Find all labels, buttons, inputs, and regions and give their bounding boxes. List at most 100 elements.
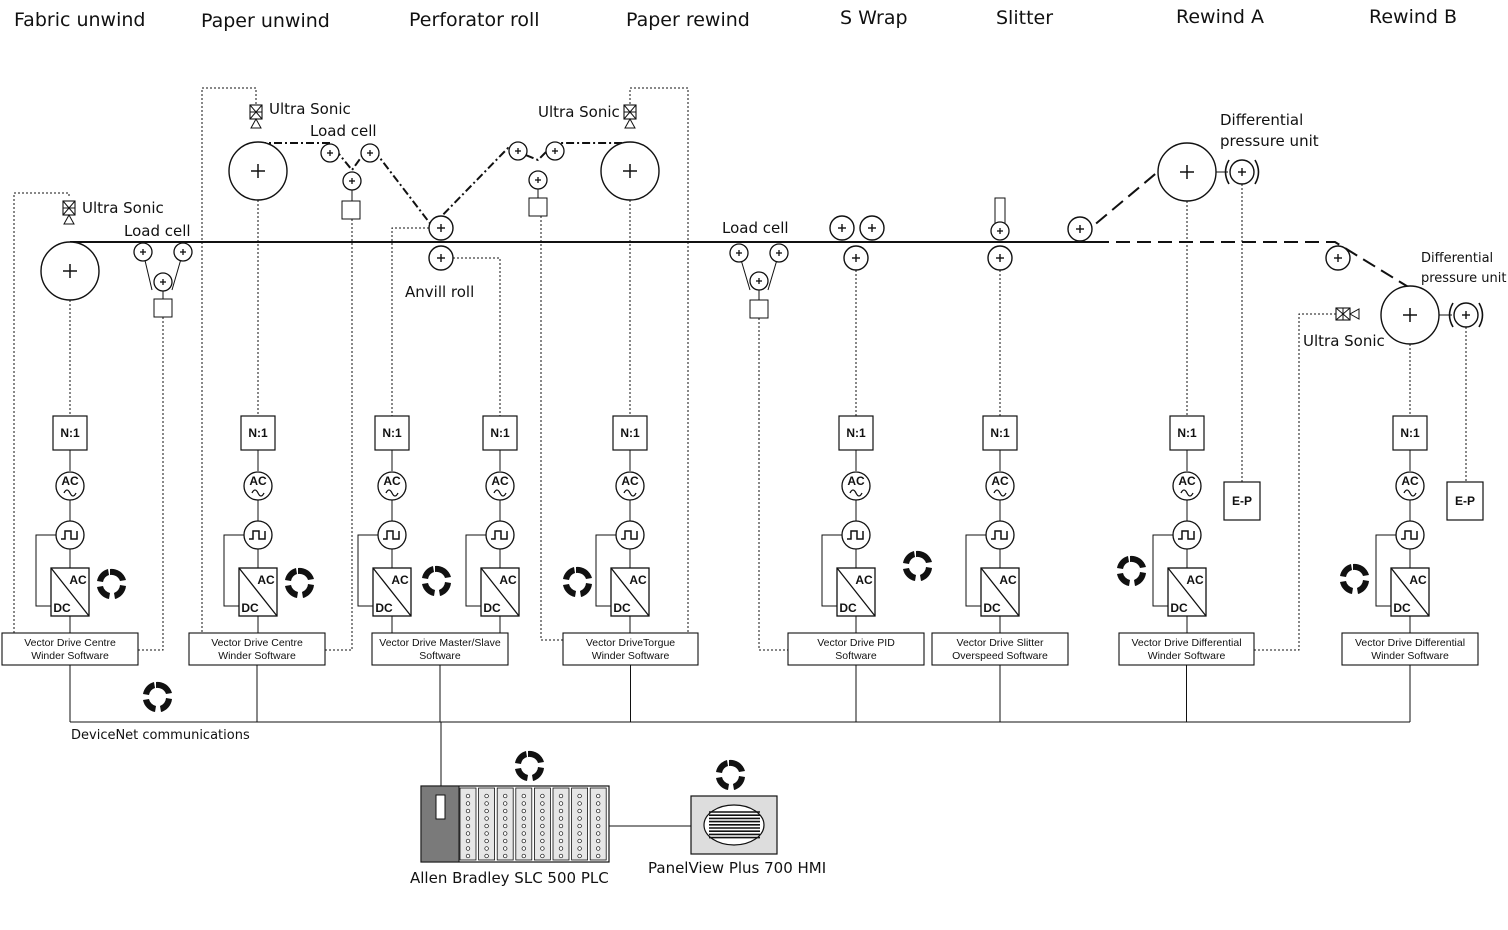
drive-software: Software: [835, 650, 877, 662]
header-fabric-unwind: Fabric unwind: [14, 9, 145, 31]
slitter-knife-icon: [994, 197, 1006, 224]
inverter-ac-label: AC: [1409, 573, 1427, 587]
rewind-b-section: Differential pressure unit Ultra Sonic: [1254, 245, 1506, 651]
header-slitter: Slitter: [996, 7, 1053, 29]
drive-software: Winder Software: [218, 650, 296, 662]
drive-name: Vector Drive PID: [817, 637, 895, 649]
drive-software: Winder Software: [592, 650, 670, 662]
load-cell-icon: [153, 298, 173, 318]
inverter-dc-label: DC: [375, 601, 393, 615]
rockwell-logo-icon: [97, 568, 126, 599]
s-wrap-roll: [859, 215, 885, 241]
drive-name: Vector Drive Differential: [1131, 637, 1241, 649]
inverter-dc-label: DC: [483, 601, 501, 615]
encoder-icon: [1395, 520, 1425, 550]
ac-motor-label: AC: [249, 474, 267, 488]
ac-motor-label: AC: [1178, 474, 1196, 488]
encoder-icon: [841, 520, 871, 550]
idler-roll: [320, 143, 340, 163]
encoder-icon: [377, 520, 407, 550]
encoder-icon: [243, 520, 273, 550]
drive-software: Winder Software: [1371, 650, 1449, 662]
inverter-ac-label: AC: [391, 573, 409, 587]
inverter-dc-label: DC: [983, 601, 1001, 615]
paper-web-path: [258, 142, 630, 228]
ultrasonic-sensor-icon: [62, 200, 76, 225]
load-cell-roll: [153, 272, 173, 292]
fabric-unwind-section: Ultra Sonic Load cell: [2, 192, 193, 651]
pressure-unit-label: pressure unit: [1421, 271, 1506, 286]
inverter-ac-label: AC: [69, 573, 87, 587]
differential-label: Differential: [1220, 111, 1303, 129]
gear-ratio-box: N:1: [612, 415, 648, 451]
inverter-dc-label: DC: [53, 601, 71, 615]
ep-unit-a: E-P: [1223, 481, 1261, 521]
rewind-a-roll: [1157, 142, 1217, 202]
load-cell-label: Load cell: [310, 122, 377, 140]
rockwell-logo-icon: [1340, 563, 1369, 594]
rockwell-logo-icon: [716, 759, 745, 790]
ac-motor-icon: AC: [615, 471, 645, 501]
slitter-roll: [990, 221, 1010, 241]
gear-ratio-box: N:1: [1392, 415, 1428, 451]
inverter-dc-label: DC: [613, 601, 631, 615]
rockwell-logo-icon: [422, 565, 451, 596]
ac-motor-label: AC: [621, 474, 639, 488]
drive-name: Vector Drive Slitter: [957, 637, 1044, 649]
gear-ratio-box: N:1: [240, 415, 276, 451]
ratio-label: N:1: [990, 426, 1010, 440]
ac-dc-inverter-icon: AC DC: [50, 567, 90, 617]
gear-ratio-box: N:1: [482, 415, 518, 451]
header-paper-unwind: Paper unwind: [201, 10, 330, 32]
header-rewind-b: Rewind B: [1369, 6, 1457, 28]
load-cell-icon: [749, 299, 769, 319]
ac-dc-inverter-icon: AC DC: [480, 567, 520, 617]
drive-name: Vector Drive Differential: [1355, 637, 1465, 649]
ac-dc-inverter-icon: AC DC: [372, 567, 412, 617]
rockwell-logo-icon: [1117, 555, 1146, 586]
ratio-label: N:1: [382, 426, 402, 440]
inverter-dc-label: DC: [839, 601, 857, 615]
drive-software: Overspeed Software: [952, 650, 1048, 662]
load-cell-roll: [342, 171, 362, 191]
ultrasonic-sensor-icon: [1335, 307, 1360, 321]
inverter-ac-label: AC: [855, 573, 873, 587]
web-path-rewind-b: [1095, 241, 1411, 289]
ratio-label: N:1: [248, 426, 268, 440]
header-rewind-a: Rewind A: [1176, 6, 1264, 28]
idler-roll: [545, 141, 565, 161]
web-path-rewind-a: [1079, 169, 1161, 238]
ac-motor-icon: AC: [841, 471, 871, 501]
ac-dc-inverter-icon: AC DC: [836, 567, 876, 617]
inverter-dc-label: DC: [1393, 601, 1411, 615]
ac-motor-label: AC: [383, 474, 401, 488]
load-cell-label: Load cell: [722, 219, 789, 237]
ep-label: E-P: [1455, 494, 1475, 508]
drive-name: Vector Drive Master/Slave: [379, 637, 501, 649]
ratio-label: N:1: [490, 426, 510, 440]
hmi-panel: PanelView Plus 700 HMI: [648, 795, 826, 877]
slitter-anvil-roll: [987, 245, 1013, 271]
drive-software: Winder Software: [1148, 650, 1226, 662]
anvill-roll-label: Anvill roll: [405, 283, 474, 301]
inverter-ac-label: AC: [257, 573, 275, 587]
encoder-icon: [985, 520, 1015, 550]
paper-rewind-roll: [600, 141, 660, 201]
header-paper-rewind: Paper rewind: [626, 9, 750, 31]
rockwell-logo-icon: [285, 567, 314, 598]
inverter-ac-label: AC: [499, 573, 517, 587]
idler-roll: [769, 243, 789, 263]
inverter-ac-label: AC: [1186, 573, 1204, 587]
